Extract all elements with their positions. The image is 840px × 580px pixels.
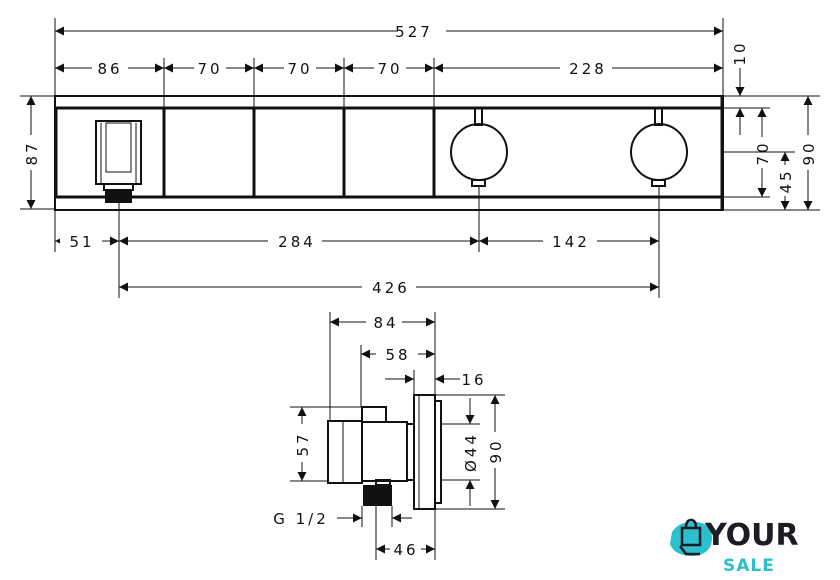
thermostat-knob-icon	[450, 107, 508, 187]
side-dimension-lines	[297, 317, 500, 554]
hose-holder-icon	[95, 120, 142, 203]
dim-knob-center: 45	[777, 168, 795, 193]
dim-bottom-offset: 142	[552, 233, 590, 251]
dim-depth-body: 58	[385, 346, 410, 364]
logo-text-sale: SALE	[723, 556, 775, 576]
dim-depth-total: 84	[373, 314, 398, 332]
dim-overall-width: 527	[395, 23, 433, 41]
side-view-body	[327, 394, 442, 510]
side-dimension-labels: 84 58 16 57 Ø44 90 G 1/2 46	[273, 314, 505, 559]
dim-plate-height: 90	[487, 438, 505, 463]
hand-icon	[679, 545, 700, 556]
dim-total-height: 90	[800, 140, 818, 165]
logo-text-your: YOUR	[704, 518, 799, 553]
dim-segment: 70	[197, 60, 222, 78]
dim-thread: G 1/2	[273, 510, 329, 528]
dim-bottom-offset: 51	[69, 233, 94, 251]
dim-segment: 228	[569, 60, 607, 78]
dim-knob-diameter: Ø44	[462, 432, 480, 472]
dim-bottom-offset: 284	[278, 233, 316, 251]
dim-top-margin: 10	[731, 40, 749, 65]
dim-outlet-to-knob: 426	[372, 279, 410, 297]
dim-plate-thickness: 16	[461, 371, 486, 389]
dim-segment: 86	[97, 60, 122, 78]
dim-segment: 70	[377, 60, 402, 78]
dim-segment: 70	[287, 60, 312, 78]
shopping-bag-icon	[680, 526, 702, 547]
front-dimension-labels: 527 86 70 70 70 228 10 87 70 45 90 51 28…	[23, 23, 818, 297]
volume-knob-icon	[630, 107, 688, 187]
dim-height-left: 87	[23, 140, 41, 165]
dim-outlet-offset: 46	[393, 541, 418, 559]
dim-inner-height: 70	[754, 140, 772, 165]
yoursale-logo: YOUR SALE	[670, 518, 799, 576]
dim-body-height: 57	[294, 431, 312, 456]
dimension-lines	[26, 26, 813, 292]
front-view-plate	[54, 95, 724, 211]
